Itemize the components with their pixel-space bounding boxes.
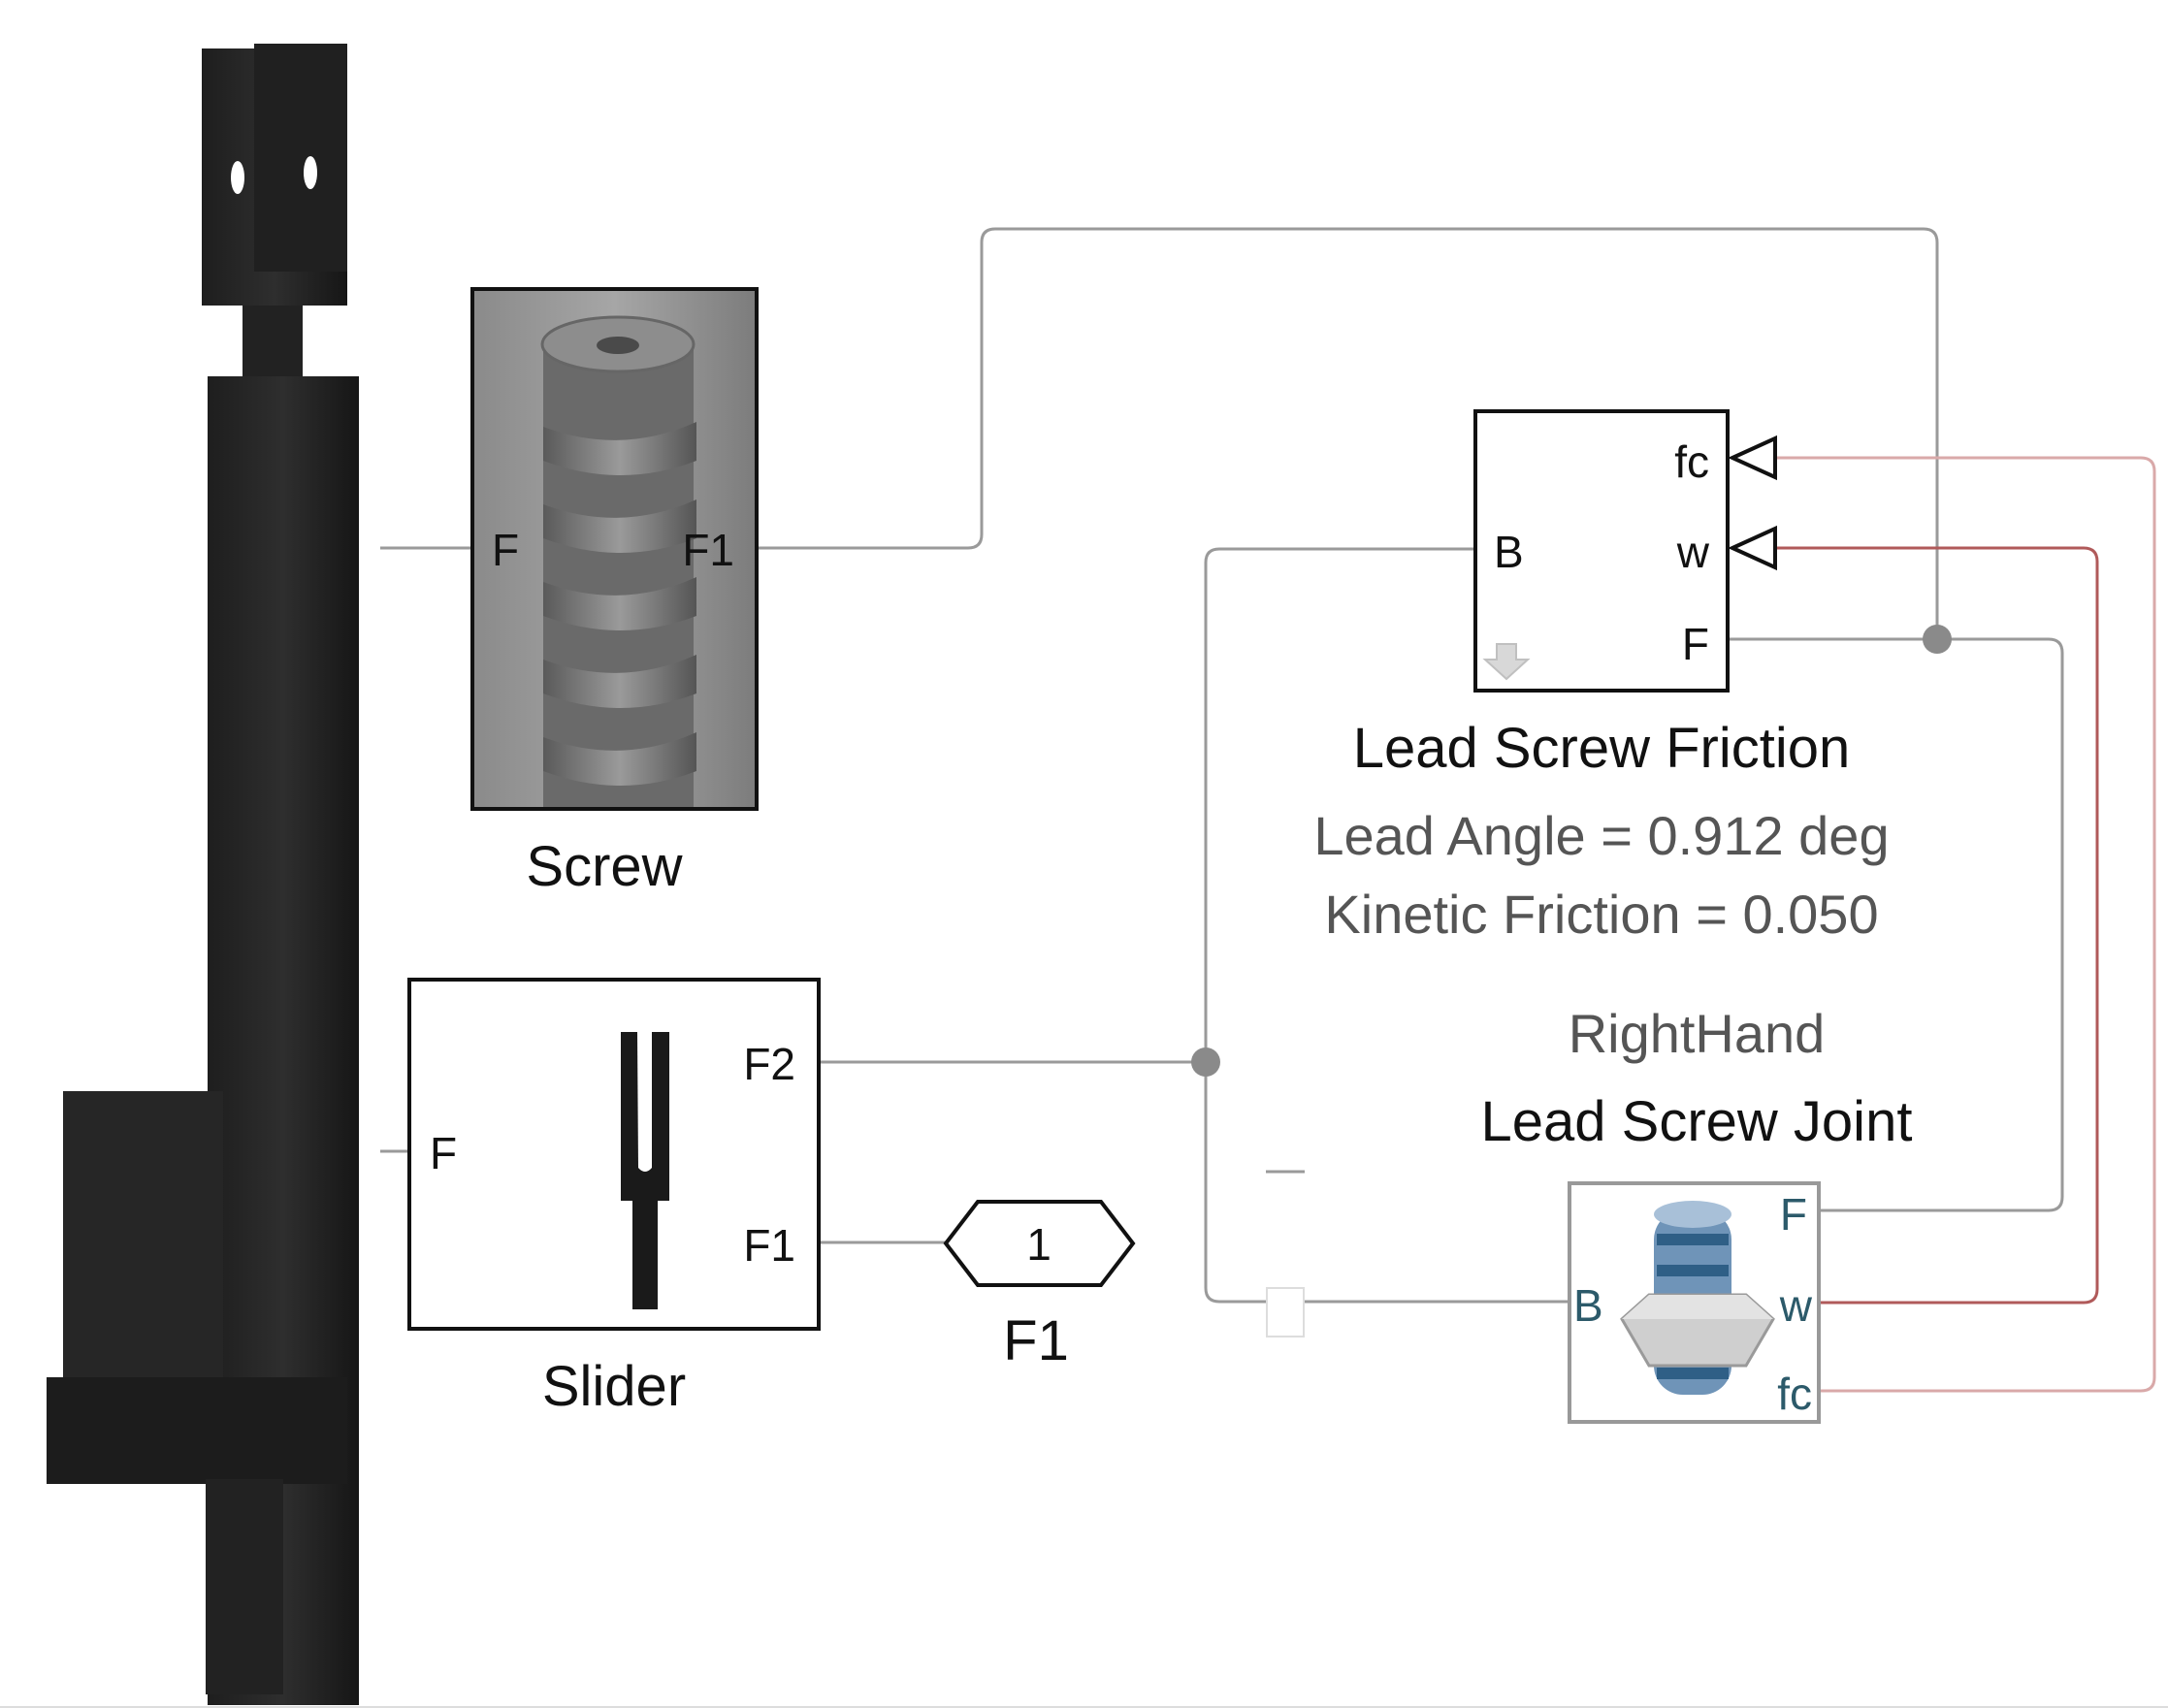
slider-icon (621, 1032, 669, 1309)
joint-block[interactable]: B F w fc (1568, 1181, 1821, 1424)
joint-handedness: RightHand (1569, 1003, 1826, 1064)
screw-block[interactable]: F F1 (470, 287, 759, 811)
junction-dot-f (1923, 625, 1952, 654)
bolt-nut-icon (1620, 1201, 1775, 1395)
connection-handle[interactable] (1266, 1287, 1305, 1337)
friction-param-kinetic: Kinetic Friction = 0.050 (1324, 884, 1878, 945)
joint-port-fc: fc (1777, 1369, 1812, 1419)
down-arrow-icon (1482, 643, 1531, 681)
friction-port-fc: fc (1674, 436, 1709, 487)
line-friction-b[interactable] (1204, 547, 1568, 1304)
junction-dot-b (1191, 1047, 1220, 1077)
slider-block-name: Slider (542, 1355, 686, 1418)
slider-port-f2: F2 (743, 1039, 795, 1089)
friction-port-w-arrow (1728, 525, 1777, 571)
screw-block-name: Screw (526, 835, 683, 898)
joint-port-w: w (1779, 1280, 1813, 1331)
joint-port-b: B (1573, 1280, 1603, 1331)
friction-port-f: F (1682, 619, 1709, 669)
friction-port-w: w (1676, 527, 1710, 577)
screw-port-f1: F1 (682, 525, 734, 575)
friction-block-name: Lead Screw Friction (1353, 717, 1851, 780)
outport-block[interactable]: 1 (943, 1200, 1136, 1287)
outport-number: 1 (1026, 1219, 1052, 1270)
friction-block[interactable]: fc w F B (1473, 409, 1777, 693)
connection-lines (380, 227, 2156, 1393)
actuator-image (47, 44, 359, 1705)
screw-port-f: F (492, 525, 519, 575)
slider-block[interactable]: F F2 F1 (407, 978, 821, 1331)
line-friction-f[interactable] (1724, 637, 2064, 1212)
joint-block-name: Lead Screw Joint (1481, 1090, 1913, 1153)
slider-port-f: F (430, 1128, 457, 1178)
friction-param-lead-angle: Lead Angle = 0.912 deg (1313, 805, 1889, 866)
joint-port-f: F (1780, 1189, 1807, 1240)
friction-port-b: B (1494, 527, 1524, 577)
screw-icon (540, 315, 696, 807)
line-joint-w[interactable] (1775, 546, 2099, 1305)
slider-port-f1: F1 (743, 1220, 795, 1271)
outport-name: F1 (1003, 1309, 1069, 1372)
line-joint-fc[interactable] (1775, 456, 2156, 1393)
friction-port-fc-arrow (1728, 435, 1777, 481)
line-screw-f1[interactable] (757, 227, 1939, 639)
